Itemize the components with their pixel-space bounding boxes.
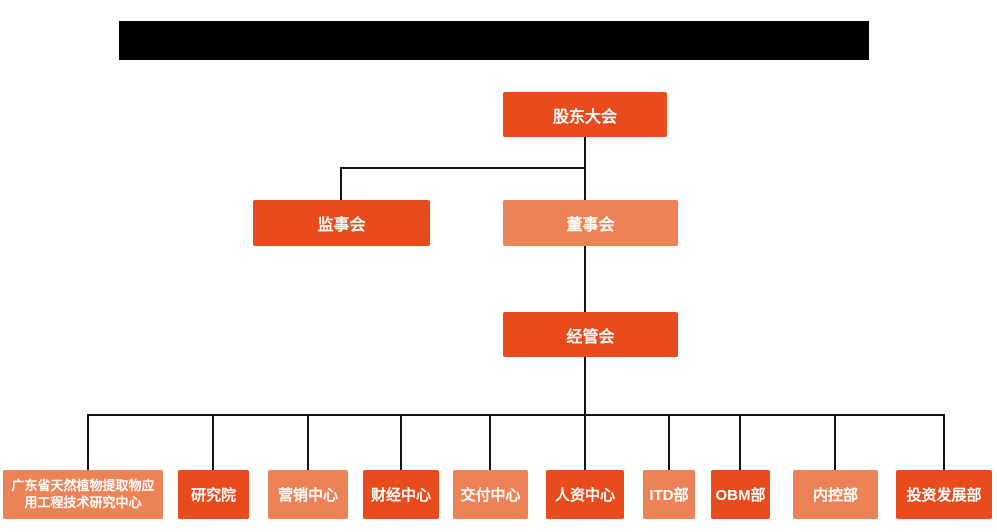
connector-line (584, 414, 586, 470)
dept-box-investment-development: 投资发展部 (896, 470, 992, 519)
dept-box-label: 财经中心 (370, 487, 431, 504)
dept-box-itd: ITD部 (643, 470, 695, 519)
org-box-label: 监事会 (317, 217, 366, 234)
connector-line (87, 414, 945, 416)
dept-box-delivery-center: 交付中心 (453, 470, 528, 519)
dept-box-label: 人资中心 (554, 487, 615, 504)
org-box-label: 经管会 (566, 328, 615, 346)
dept-box-obm: OBM部 (711, 470, 770, 519)
connector-line (739, 414, 741, 470)
dept-box-label: 广东省天然植物提取物应用工程技术研究中心 (11, 477, 155, 510)
connector-line (668, 414, 670, 470)
org-box-management-committee: 经管会 (503, 312, 678, 357)
dept-box-label: 投资发展部 (906, 487, 982, 504)
org-box-board-of-directors: 董事会 (503, 200, 678, 246)
dept-box-label: 营销中心 (277, 487, 338, 504)
connector-line (212, 414, 214, 470)
connector-line (400, 414, 402, 470)
dept-box-hr-center: 人资中心 (546, 470, 624, 519)
dept-box-label: 交付中心 (460, 487, 521, 504)
dept-box-research-center: 广东省天然植物提取物应用工程技术研究中心 (3, 470, 163, 519)
org-box-label: 董事会 (566, 217, 615, 234)
dept-box-marketing-center: 营销中心 (268, 470, 348, 519)
connector-line (584, 136, 586, 168)
redacted-title-bar (119, 21, 869, 60)
dept-box-research-institute: 研究院 (178, 470, 249, 519)
connector-line (307, 414, 309, 470)
dept-box-finance-center: 财经中心 (363, 470, 439, 519)
connector-line (489, 414, 491, 470)
org-box-supervisory-board: 监事会 (253, 200, 430, 246)
org-box-shareholders-meeting: 股东大会 (503, 92, 667, 137)
dept-box-internal-control: 内控部 (793, 470, 878, 519)
connector-line (584, 167, 586, 200)
dept-box-label: ITD部 (649, 487, 689, 504)
connector-line (943, 414, 945, 470)
connector-line (584, 245, 586, 312)
connector-line (584, 356, 586, 415)
dept-box-label: OBM部 (715, 487, 766, 504)
dept-box-label: 内控部 (812, 487, 858, 504)
connector-line (834, 414, 836, 470)
connector-line (340, 167, 586, 169)
org-box-label: 股东大会 (552, 108, 617, 126)
connector-line (87, 414, 89, 470)
dept-box-label: 研究院 (190, 487, 236, 504)
connector-line (340, 167, 342, 200)
